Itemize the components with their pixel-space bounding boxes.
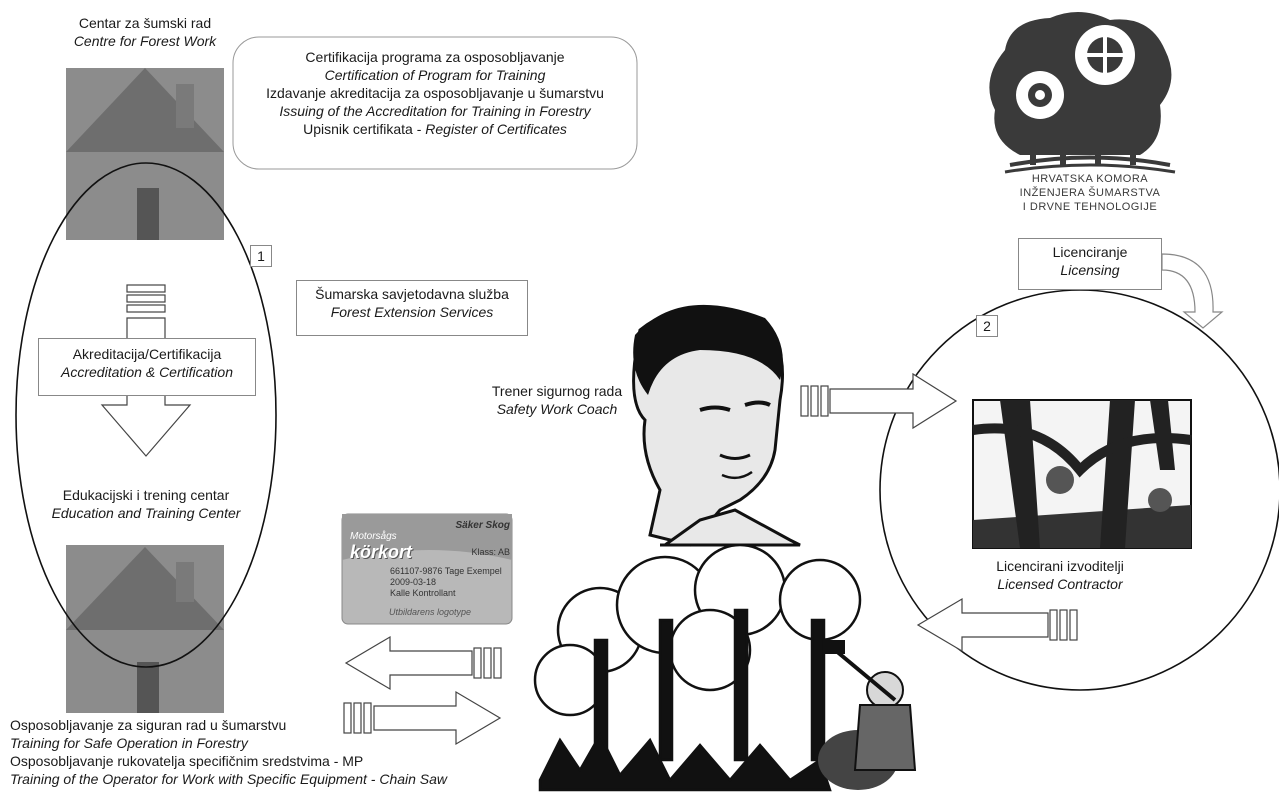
contractor-label: Licencirani izvoditelji Licensed Contrac… bbox=[960, 557, 1160, 593]
cert-line3-hr: Upisnik certifikata - bbox=[303, 121, 426, 137]
forest-trees-icon bbox=[533, 543, 862, 792]
licensed-contractor-circle bbox=[879, 289, 1279, 691]
certification-text: Certifikacija programa za osposobljavanj… bbox=[233, 48, 637, 138]
license-card-image bbox=[341, 513, 513, 625]
cert-line2-hr: Izdavanje akreditacija za osposobljavanj… bbox=[266, 85, 604, 101]
coach-hr: Trener sigurnog rada bbox=[491, 383, 623, 399]
right-arrow-to-forest-icon bbox=[343, 690, 502, 746]
curved-arrow-icon bbox=[1161, 253, 1224, 329]
accreditation-box: Akreditacija/Certifikacija Accreditation… bbox=[38, 338, 256, 396]
accreditation-en: Accreditation & Certification bbox=[61, 364, 233, 380]
bottom-line1-en: Training for Safe Operation in Forestry bbox=[10, 735, 248, 751]
accreditation-ellipse bbox=[15, 162, 277, 668]
accreditation-hr: Akreditacija/Certifikacija bbox=[72, 346, 222, 362]
training-center-hr: Edukacijski i trening centar bbox=[62, 487, 230, 503]
marker-2: 2 bbox=[976, 315, 998, 337]
training-center-en: Education and Training Center bbox=[51, 505, 241, 521]
contractor-en: Licensed Contractor bbox=[997, 576, 1123, 592]
extension-en: Forest Extension Services bbox=[330, 304, 494, 320]
training-description: Osposobljavanje za siguran rad u šumarst… bbox=[10, 716, 447, 788]
training-center-house-icon bbox=[66, 545, 224, 713]
training-center-label: Edukacijski i trening centar Education a… bbox=[30, 486, 262, 522]
card-brand-top: Motorsågs bbox=[350, 531, 397, 542]
bottom-line2-en: Training of the Operator for Work with S… bbox=[10, 771, 448, 787]
coach-label: Trener sigurnog rada Safety Work Coach bbox=[472, 382, 642, 418]
cert-line1-en: Certification of Program for Training bbox=[324, 67, 546, 83]
licensed-contractor-picture bbox=[972, 399, 1192, 549]
card-row3: Kalle Kontrollant bbox=[390, 588, 456, 598]
cert-line3-en: Register of Certificates bbox=[425, 121, 567, 137]
card-issuer: Säker Skog bbox=[455, 520, 510, 531]
licensing-en: Licensing bbox=[1060, 262, 1120, 278]
bottom-line1-hr: Osposobljavanje za siguran rad u šumarst… bbox=[10, 717, 287, 733]
lumberjack-icon bbox=[818, 640, 917, 790]
logo-line1: HRVATSKA KOMORA bbox=[1031, 173, 1149, 185]
coach-en: Safety Work Coach bbox=[496, 401, 618, 417]
forest-work-center-label: Centar za šumski rad Centre for Forest W… bbox=[40, 14, 250, 50]
chamber-logo-icon bbox=[989, 11, 1176, 174]
card-row1: 661107-9876 Tage Exempel bbox=[390, 566, 502, 576]
licensing-hr: Licenciranje bbox=[1052, 244, 1128, 260]
bottom-line2-hr: Osposobljavanje rukovatelja specifičnim … bbox=[10, 753, 364, 769]
forest-work-center-title-en: Centre for Forest Work bbox=[73, 33, 217, 49]
safety-coach-face-icon bbox=[632, 304, 801, 547]
extension-hr: Šumarska savjetodavna služba bbox=[315, 286, 509, 302]
forest-work-center-title-hr: Centar za šumski rad bbox=[78, 15, 212, 31]
card-brand: körkort bbox=[350, 542, 413, 562]
card-row2: 2009-03-18 bbox=[390, 577, 437, 587]
licensing-box: Licenciranje Licensing bbox=[1018, 238, 1162, 290]
cert-line2-en: Issuing of the Accreditation for Trainin… bbox=[279, 103, 591, 119]
logo-text: HRVATSKA KOMORA INŽENJERA ŠUMARSTVA I DR… bbox=[990, 172, 1190, 214]
logo-line2: INŽENJERA ŠUMARSTVA bbox=[1019, 187, 1161, 199]
logo-line3: I DRVNE TEHNOLOGIJE bbox=[1022, 201, 1158, 213]
card-footer: Utbildarens logotype bbox=[388, 607, 472, 617]
marker-1: 1 bbox=[250, 245, 272, 267]
card-class: Klass: AB bbox=[471, 546, 510, 557]
right-arrow-icon bbox=[800, 372, 958, 430]
certification-box bbox=[232, 36, 638, 170]
extension-box: Šumarska savjetodavna služba Forest Exte… bbox=[296, 280, 528, 336]
forest-work-center-house-icon bbox=[66, 68, 224, 240]
cert-line3: Upisnik certifikata - Register of Certif… bbox=[233, 120, 637, 138]
contractor-hr: Licencirani izvoditelji bbox=[996, 558, 1124, 574]
cert-line1-hr: Certifikacija programa za osposobljavanj… bbox=[305, 49, 565, 65]
card-text: Säker Skog Motorsågs körkort Klass: AB 6… bbox=[350, 520, 510, 618]
left-arrow-from-contractor-icon bbox=[916, 597, 1078, 653]
left-arrow-to-center-icon bbox=[344, 635, 502, 691]
